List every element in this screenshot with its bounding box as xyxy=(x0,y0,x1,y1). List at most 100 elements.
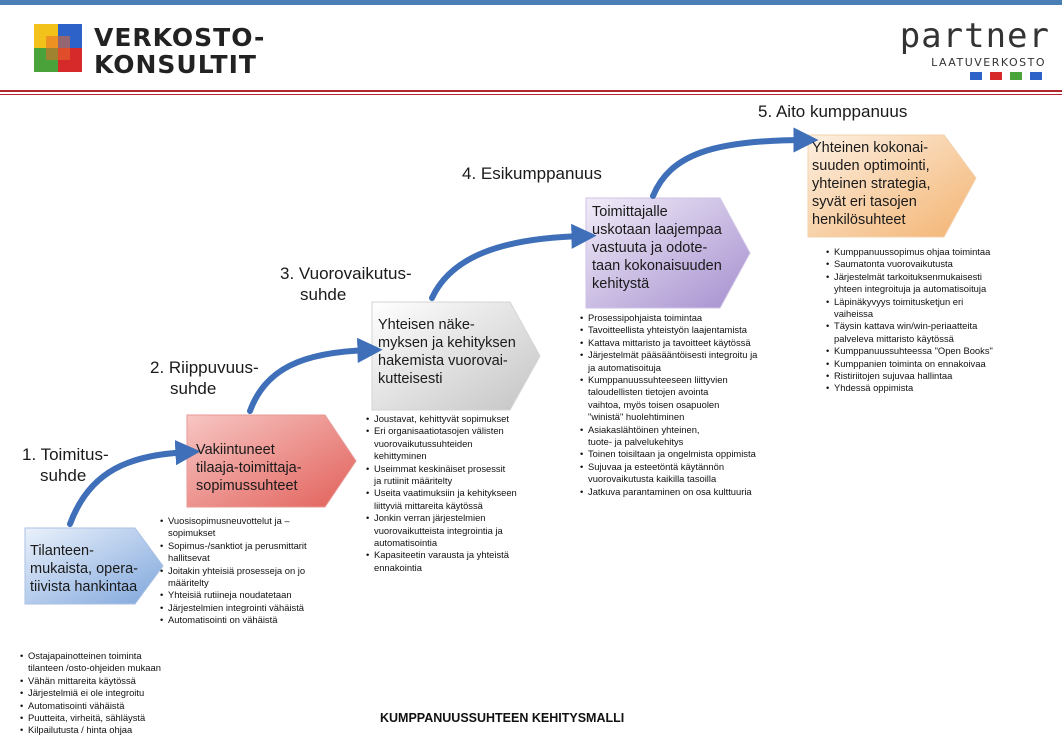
stage-1-box-line: mukaista, opera- xyxy=(30,561,138,577)
stage-3-bullets: Joustavat, kehittyvät sopimukset Eri org… xyxy=(366,413,571,574)
stage-4-box xyxy=(585,197,751,309)
stage-1-box-line: tiivista hankintaa xyxy=(30,579,138,595)
bullet-continuation: ennakointia xyxy=(374,561,422,573)
stage-1-title-line1: 1. Toimitus- xyxy=(22,445,109,464)
header-rule xyxy=(0,90,1062,92)
stage-5-box-line: Yhteinen kokonai- xyxy=(812,140,929,156)
partner-subtitle: LAATUVERKOSTO xyxy=(931,56,1046,69)
bullet-continuation: palveleva mittaristo käytössä xyxy=(834,332,954,344)
bullet: Läpinäkyvyys toimitusketjun eri xyxy=(826,296,1056,309)
bullet: Yhdessä oppimista xyxy=(826,382,1056,395)
partner-word: partner xyxy=(899,16,1050,56)
bullet-continuation: vaiheissa xyxy=(834,308,874,320)
stage-4-title-line1: 4. Esikumppanuus xyxy=(462,164,602,183)
verkostokonsultit-logo: VERKOSTO- KONSULTIT xyxy=(32,20,292,82)
stage-3-title-line2: suhde xyxy=(300,285,347,304)
bullet: Kumppanuussuhteeseen liittyvien xyxy=(580,374,810,387)
bullet: Tavoitteellista yhteistyön laajentamista xyxy=(580,324,810,337)
stage-1-title: 1. Toimitus- suhde xyxy=(22,444,109,486)
partner-logo: partner LAATUVERKOSTO xyxy=(900,18,1050,88)
stage-5-bullets: Kumppanuussopimus ohjaa toimintaa Saumat… xyxy=(826,246,1056,395)
bullet-continuation: vuorovaikutteista integrointia ja xyxy=(374,524,503,536)
bullet: Sujuvaa ja esteetöntä käytännön xyxy=(580,461,810,474)
bullet-continuation: automatisointia xyxy=(374,537,438,549)
bullet: Useita vaatimuksiin ja kehitykseen xyxy=(366,487,571,500)
stage-2-title-line2: suhde xyxy=(170,379,217,398)
logo-squares-icon xyxy=(34,24,82,72)
bullet: Vähän mittareita käytössä xyxy=(20,675,220,688)
bullet-continuation: vuorovaikutusta kaikilla tasoilla xyxy=(588,473,717,485)
bullet: Yhteisiä rutiineja noudatetaan xyxy=(160,589,375,602)
bullet: Kumppanuussopimus ohjaa toimintaa xyxy=(826,246,1056,259)
stage-5-box-line: henkilösuhteet xyxy=(812,212,906,228)
stage-3-box xyxy=(371,301,541,411)
bullet: Kattava mittaristo ja tavoitteet käytöss… xyxy=(580,337,810,350)
bullet: Kumppanien toiminta on ennakoivaa xyxy=(826,358,1056,371)
arrow-1-to-2 xyxy=(67,440,201,527)
bullet: Jatkuva parantaminen on osa kulttuuria xyxy=(580,486,810,499)
bullet: Automatisointi vähäistä xyxy=(20,700,220,713)
bullet-continuation: liittyviä mittareita käytössä xyxy=(374,499,483,511)
diagram-caption: KUMPPANUUSSUHTEEN KEHITYSMALLI xyxy=(380,711,625,725)
arrow-3-to-4 xyxy=(429,223,597,301)
stage-3-box-line: kutteisesti xyxy=(378,371,443,387)
top-accent-line xyxy=(0,0,1062,5)
bullet: Täysin kattava win/win-periaatteita xyxy=(826,320,1056,333)
stage-1-bullets: Ostajapainotteinen toiminta tilanteen /o… xyxy=(20,650,220,737)
stage-4-box-line: Toimittajalle xyxy=(592,204,668,220)
stage-3-box-line: myksen ja kehityksen xyxy=(378,335,516,351)
stage-1-title-line2: suhde xyxy=(40,466,87,485)
stage-2-box-line: tilaaja-toimittaja- xyxy=(196,460,302,476)
bullet-continuation: yhteen integroituja ja automatisoituja xyxy=(834,283,987,295)
partner-squares-icon xyxy=(970,72,1042,80)
arrow-2-to-3 xyxy=(247,337,383,414)
stage-3-box-text: Yhteisen näke- myksen ja kehityksen hake… xyxy=(378,316,534,388)
stage-1-box-text: Tilanteen- mukaista, opera- tiivista han… xyxy=(30,542,160,596)
stage-2-box xyxy=(186,414,357,508)
bullet: Kumppanuussuhteessa "Open Books" xyxy=(826,345,1056,358)
bullet: Joustavat, kehittyvät sopimukset xyxy=(366,413,571,426)
logo-text: VERKOSTO- KONSULTIT xyxy=(94,24,265,78)
stage-4-box-line: kehitystä xyxy=(592,276,650,292)
stage-3-title: 3. Vuorovaikutus- suhde xyxy=(280,263,412,305)
bullet-continuation: sopimukset xyxy=(168,527,216,539)
stage-4-box-line: taan kokonaisuuden xyxy=(592,258,722,274)
stage-5-box xyxy=(807,134,977,238)
logo-line1: VERKOSTO- xyxy=(94,23,266,52)
stage-4-box-line: vastuuta ja odote- xyxy=(592,240,708,256)
bullet: Toinen toisiltaan ja ongelmista oppimist… xyxy=(580,448,810,461)
bullet-continuation: tuote- ja palvelukehitys xyxy=(588,436,684,448)
stage-1-box xyxy=(24,527,164,605)
stage-3-box-line: Yhteisen näke- xyxy=(378,317,475,333)
stage-1-box-line: Tilanteen- xyxy=(30,543,94,559)
bullet-continuation: vaihtoa, myös toisen osapuolen xyxy=(588,398,720,410)
stage-4-box-text: Toimittajalle uskotaan laajempaa vastuut… xyxy=(592,203,742,293)
stage-2-box-text: Vakiintuneet tilaaja-toimittaja- sopimus… xyxy=(196,441,346,495)
bullet: Ostajapainotteinen toiminta xyxy=(20,650,220,663)
bullet: Asiakaslähtöinen yhteinen, xyxy=(580,424,810,437)
stage-5-box-text: Yhteinen kokonai- suuden optimointi, yht… xyxy=(812,139,962,229)
bullet: Kapasiteetin varausta ja yhteistä xyxy=(366,549,571,562)
stage-4-box-line: uskotaan laajempaa xyxy=(592,222,722,238)
stage-2-box-line: sopimussuhteet xyxy=(196,478,298,494)
bullet: Prosessipohjaista toimintaa xyxy=(580,312,810,325)
bullet: Kilpailutusta / hinta ohjaa xyxy=(20,724,220,737)
bullet: Järjestelmien integrointi vähäistä xyxy=(160,602,375,615)
bullet-continuation: "winistä" huolehtiminen xyxy=(588,411,685,423)
bullet-continuation: ja automatisoituja xyxy=(588,361,661,373)
bullet-continuation: kehittyminen xyxy=(374,450,427,462)
bullet: Eri organisaatiotasojen välisten xyxy=(366,425,571,438)
bullet: Sopimus-/sanktiot ja perusmittarit xyxy=(160,540,375,553)
stage-5-box-line: suuden optimointi, xyxy=(812,158,930,174)
bullet-continuation: määritelty xyxy=(168,577,209,589)
stage-2-box-line: Vakiintuneet xyxy=(196,442,275,458)
stage-5-title: 5. Aito kumppanuus xyxy=(758,101,907,122)
bullet: Ristiriitojen sujuvaa hallintaa xyxy=(826,370,1056,383)
logo-line2: KONSULTIT xyxy=(94,50,257,79)
bullet-continuation: hallitsevat xyxy=(168,552,210,564)
bullet: Puutteita, virheitä, sähläystä xyxy=(20,712,220,725)
stage-2-title-line1: 2. Riippuvuus- xyxy=(150,358,259,377)
bullet-continuation: tilanteen /osto-ohjeiden mukaan xyxy=(28,662,161,674)
stage-2-bullets: Vuosisopimusneuvottelut ja – sopimukset … xyxy=(160,515,375,627)
